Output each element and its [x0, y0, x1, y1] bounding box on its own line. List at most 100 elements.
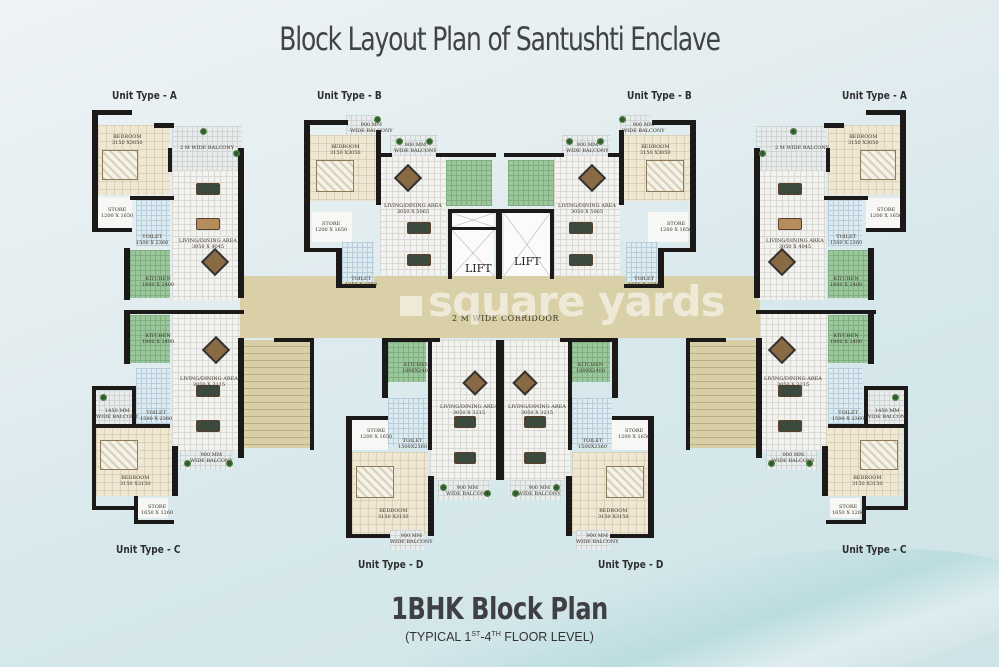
toilet-size: 1500 X 2360	[832, 416, 865, 422]
floor-note-suffix: FLOOR LEVEL)	[500, 630, 594, 644]
balcony2-label: 900 MM	[576, 142, 598, 148]
unit-label-d-right: Unit Type - D	[598, 558, 664, 571]
balcony2-label-b: WIDE BALCONY	[566, 148, 609, 154]
bedroom-size: 3150 X3050	[640, 150, 671, 156]
living-size: 3050 X 3215	[776, 382, 810, 388]
bedroom-label: BEDROOM	[121, 475, 150, 481]
kitchen-size: 1800 X 2400	[142, 282, 175, 288]
balcony2-label: 900 MM	[404, 142, 426, 148]
living-label: LIVING/DINING AREA	[764, 376, 822, 382]
kitchen-label: KITCHEN	[833, 333, 859, 339]
store-label: STORE	[321, 221, 341, 227]
floor-note-prefix: (TYPICAL 1	[405, 630, 472, 644]
toilet-label: TOILET	[402, 438, 423, 444]
lift-lobby	[452, 213, 494, 227]
watermark-logo-icon	[400, 296, 422, 316]
balcony1-label: 900 MM	[528, 485, 550, 491]
store-size: 1200 X 1650	[870, 213, 903, 219]
unit-label-a-left: Unit Type - A	[112, 89, 177, 102]
toilet-label: TOILET	[142, 234, 162, 240]
balcony1-label-b: WIDE BALCONY	[446, 491, 489, 497]
balcony2-label: 900 MM	[782, 452, 804, 458]
store-size: 1200 X 1650	[101, 213, 134, 219]
balcony-label: 2 M WIDE BALCONY	[775, 145, 830, 151]
corridor-label: 2 M WIDE CORRIDOOR	[452, 314, 559, 323]
kitchen-label: KITCHEN	[833, 276, 859, 282]
toilet-size: 1500 X 2360	[140, 416, 173, 422]
living-size: 3050 X 3215	[520, 410, 554, 416]
balcony2-label-b: WIDE BALCONY	[190, 458, 233, 464]
bedroom-label: BEDROOM	[113, 134, 142, 140]
store-size: 1650 X 1260	[832, 510, 865, 516]
living-label: LIVING/DINING AREA	[384, 203, 442, 209]
balcony2-label: 900 MM	[200, 452, 222, 458]
toilet-label: TOILET	[836, 234, 856, 240]
watermark: square yards	[428, 277, 726, 326]
store-label: STORE	[624, 428, 644, 434]
bedroom-label: BEDROOM	[331, 144, 360, 150]
toilet-label: TOILET	[146, 410, 166, 416]
kitchen-label: KITCHEN	[145, 333, 171, 339]
living-label: LIVING/DINING AREA	[440, 404, 498, 410]
toilet-size: 1500X2360	[578, 444, 608, 450]
page-title: Block Layout Plan of Santushti Enclave	[279, 20, 721, 58]
floor-note-sup1: ST	[471, 630, 481, 638]
balcony-label: 2 M WIDE BALCONY	[180, 145, 235, 151]
store-size: 1200 X 1650	[660, 227, 693, 233]
living-label: LIVING/DINING AREA	[179, 238, 237, 244]
living-size: 3050 X 5065	[570, 209, 604, 215]
bedroom-label: BEDROOM	[641, 144, 670, 150]
balcony2-label-b: WIDE BALCONY	[576, 539, 619, 545]
bedroom-size: 3150 X3050	[330, 150, 361, 156]
balcony2-label-b: WIDE BALCONY	[772, 458, 815, 464]
balcony2-label: 900 MM	[400, 533, 422, 539]
balcony2-label-b: WIDE BALCONY	[394, 148, 437, 154]
lift-label-right: LIFT	[514, 255, 541, 268]
kitchen-size: 1800 X 2400	[142, 339, 175, 345]
balcony1-label-b: WIDE BALCONY	[96, 414, 139, 420]
toilet-size: 1500X2360	[398, 444, 428, 450]
store-size: 1200 X 1650	[315, 227, 348, 233]
unit-label-c-right: Unit Type - C	[842, 543, 907, 556]
kitchen-size: 1800X2400	[576, 368, 606, 374]
balcony1-label: 1450 MM	[105, 408, 130, 414]
store-label: STORE	[666, 221, 686, 227]
kitchen-label: KITCHEN	[577, 362, 604, 368]
lift-right	[504, 213, 550, 276]
balcony1-label-b: WIDE BALCONY	[518, 491, 561, 497]
living-label: LIVING/DINING AREA	[508, 404, 566, 410]
toilet-label: TOILET	[634, 276, 654, 282]
balcony1-label: 1450 MM	[875, 408, 900, 414]
toilet-label: TOILET	[582, 438, 603, 444]
toilet-label: TOILET	[351, 276, 371, 282]
living-size: 3050 X 5065	[396, 209, 430, 215]
unit-label-d-left: Unit Type - D	[358, 558, 424, 571]
block-plan-title: 1BHK Block Plan	[391, 592, 608, 627]
bedroom-label: BEDROOM	[849, 134, 878, 140]
toilet-size: 1650 X 2250	[628, 282, 661, 288]
bedroom-size: 3150 X3150	[852, 481, 883, 487]
balcony1-label: 900 MM	[632, 122, 654, 128]
balcony2-label: 900 MM	[586, 533, 608, 539]
toilet-size: 1650 X 2250	[345, 282, 378, 288]
store-size: 1200 X 1650	[618, 434, 651, 440]
balcony1-label-b: WIDE BALCONY	[622, 128, 665, 134]
store-label: STORE	[838, 504, 858, 510]
living-size: 3050 X 3215	[192, 382, 226, 388]
store-label: STORE	[876, 207, 896, 213]
kitchen-label: KITCHEN	[403, 362, 430, 368]
living-size: 3050 X 4045	[191, 244, 225, 250]
store-size: 1200 X 1650	[360, 434, 393, 440]
living-label: LIVING/DINING AREA	[558, 203, 616, 209]
staircase-left	[244, 340, 310, 448]
toilet-label: TOILET	[838, 410, 858, 416]
living-size: 3050 X 4045	[778, 244, 812, 250]
corridor	[240, 276, 760, 338]
lift-left	[452, 230, 494, 276]
balcony1-label-b: WIDE BALCONY	[866, 414, 909, 420]
unit-label-b-left: Unit Type - B	[317, 89, 382, 102]
store-label: STORE	[107, 207, 127, 213]
living-label: LIVING/DINING AREA	[180, 376, 238, 382]
bedroom-size: 3150 X3050	[112, 140, 143, 146]
store-label: STORE	[147, 504, 167, 510]
